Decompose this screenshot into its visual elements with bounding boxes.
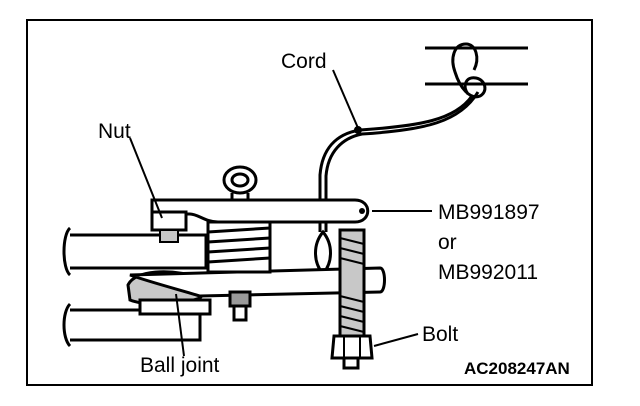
label-ball-joint: Ball joint <box>140 354 220 377</box>
leader-nut <box>129 137 163 219</box>
label-nut: Nut <box>98 120 131 143</box>
tool-lower-bar <box>129 266 386 298</box>
tool-lower-stud <box>228 290 252 322</box>
nut-thread <box>159 229 179 243</box>
ball-joint-base <box>138 298 212 316</box>
label-bolt: Bolt <box>422 323 458 346</box>
label-tool-line2: or <box>438 231 457 254</box>
leader-cord <box>332 69 359 129</box>
leader-lines <box>129 69 432 357</box>
figure-frame <box>26 19 593 386</box>
lower-arm <box>62 226 208 277</box>
label-tool-line1: MB991897 <box>438 201 540 224</box>
upper-pipe <box>425 46 528 86</box>
nut <box>150 210 188 232</box>
leader-ball-joint <box>175 293 185 357</box>
label-cord: Cord <box>281 50 327 73</box>
bolt <box>330 228 374 370</box>
label-tool-line3: MB992011 <box>438 261 538 284</box>
figure-code: AC208247AN <box>464 359 570 378</box>
tool-upper-body <box>150 198 370 224</box>
knuckle-arm <box>62 302 202 348</box>
leader-bolt <box>373 333 419 347</box>
tool-spring <box>206 220 272 274</box>
tool-top-ring <box>222 165 258 200</box>
tool-body-pin <box>359 208 365 214</box>
cord-pointer-dot <box>354 126 362 134</box>
